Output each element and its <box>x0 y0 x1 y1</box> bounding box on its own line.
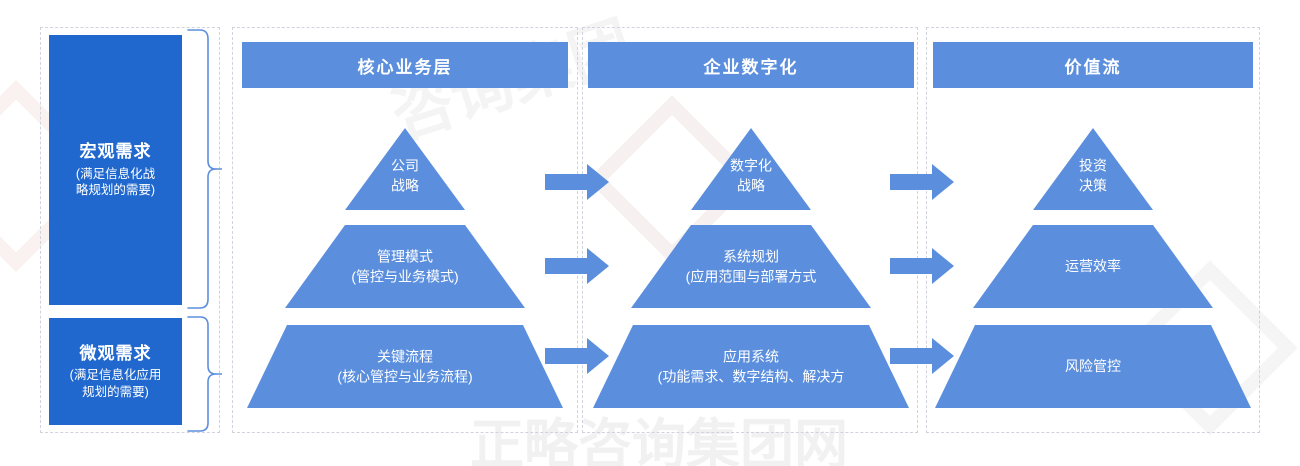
right-arrow-icon-col2-col3-row2 <box>890 248 954 284</box>
pyramid-tier-operational-efficiency[interactable]: 运营效率 <box>973 225 1213 308</box>
right-arrow-icon-col2-col3-row3 <box>890 338 954 374</box>
requirement-box-macro[interactable]: 宏观需求 (满足信息化战 略规划的需要) <box>49 35 182 305</box>
column-header-value-stream[interactable]: 价值流 <box>933 42 1253 88</box>
pyramid-tier-risk-control[interactable]: 风险管控 <box>935 325 1251 408</box>
pyramid-tier-management-model[interactable]: 管理模式 (管控与业务模式) <box>285 225 525 308</box>
column-header-enterprise-digitalization[interactable]: 企业数字化 <box>588 42 914 88</box>
requirement-subtitle-micro-line2: 规划的需要) <box>82 384 149 399</box>
requirement-subtitle-macro-line2: 略规划的需要) <box>75 183 156 198</box>
column-header-label-enterprise-digitalization: 企业数字化 <box>703 57 799 77</box>
pyramid-tier-key-process[interactable]: 关键流程 (核心管控与业务流程) <box>247 325 563 408</box>
requirement-title-macro: 宏观需求 <box>79 142 152 162</box>
pyramid-tier-system-planning[interactable]: 系统规划 (应用范围与部署方式 <box>631 225 871 308</box>
column-header-label-core-business-layer: 核心业务层 <box>357 57 453 77</box>
panel-column-core-business-layer <box>232 27 578 433</box>
pyramid-tier-investment-decision[interactable]: 投资 决策 <box>1033 128 1153 210</box>
requirement-title-micro: 微观需求 <box>79 343 152 363</box>
pyramid-tier-application-system[interactable]: 应用系统 (功能需求、数字结构、解决方 <box>593 325 909 408</box>
column-header-label-value-stream: 价值流 <box>1064 57 1122 77</box>
panel-requirements <box>40 27 220 433</box>
panel-column-enterprise-digitalization <box>582 27 918 433</box>
requirement-subtitle-micro-line1: (满足信息化应用 <box>69 368 162 383</box>
requirement-box-micro[interactable]: 微观需求 (满足信息化应用 规划的需要) <box>49 318 182 425</box>
panel-column-value-stream <box>926 27 1260 433</box>
requirement-subtitle-macro-line1: (满足信息化战 <box>75 166 156 181</box>
pyramid-tier-company-strategy[interactable]: 公司 战略 <box>345 128 465 210</box>
right-arrow-icon-col1-col2-row1 <box>545 164 609 200</box>
right-arrow-icon-col1-col2-row3 <box>545 338 609 374</box>
right-arrow-icon-col2-col3-row1 <box>890 164 954 200</box>
right-arrow-icon-col1-col2-row2 <box>545 248 609 284</box>
column-header-core-business-layer[interactable]: 核心业务层 <box>242 42 568 88</box>
pyramid-tier-digital-strategy[interactable]: 数字化 战略 <box>691 128 811 210</box>
